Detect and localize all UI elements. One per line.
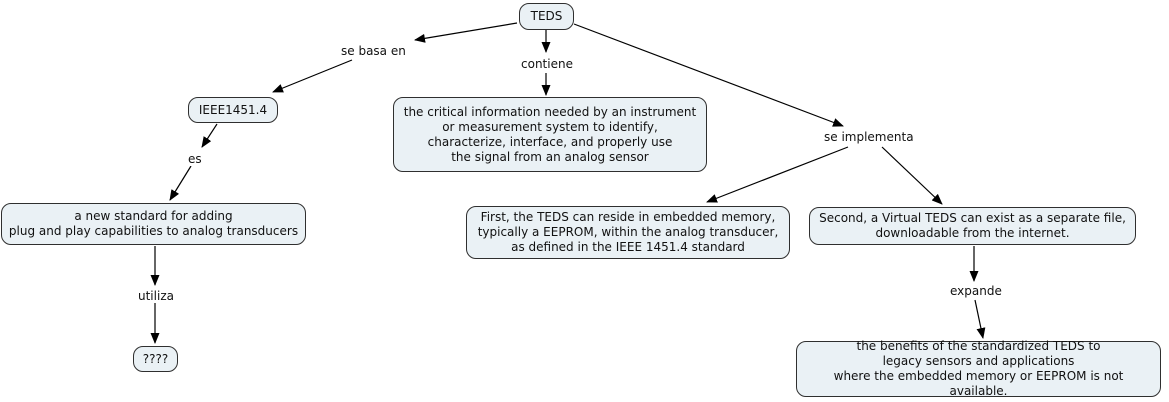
arrow-se-implementa-to-first bbox=[706, 146, 849, 203]
arrow-ieee-to-es bbox=[201, 123, 218, 148]
arrow-se-basa-en-to-ieee bbox=[272, 59, 353, 93]
link-label-expande[interactable]: expande bbox=[948, 284, 1004, 298]
link-label-contiene[interactable]: contiene bbox=[519, 57, 575, 71]
arrow-teds-to-se-basa-en bbox=[414, 22, 518, 43]
arrow-es-to-new-standard bbox=[169, 165, 192, 201]
concept-node-new-standard[interactable]: a new standard for adding plug and play … bbox=[1, 203, 306, 245]
link-label-utiliza[interactable]: utiliza bbox=[136, 289, 176, 303]
link-label-se-basa-en[interactable]: se basa en bbox=[339, 44, 408, 58]
concept-node-second-virtual[interactable]: Second, a Virtual TEDS can exist as a se… bbox=[809, 207, 1136, 245]
link-label-se-implementa[interactable]: se implementa bbox=[822, 130, 916, 144]
arrow-expande-to-benefits bbox=[974, 299, 986, 339]
link-label-es[interactable]: es bbox=[186, 152, 204, 166]
concept-node-first-embedded[interactable]: First, the TEDS can reside in embedded m… bbox=[466, 206, 790, 259]
concept-node-critical-info[interactable]: the critical information needed by an in… bbox=[393, 97, 707, 172]
concept-node-unknown[interactable]: ???? bbox=[133, 346, 178, 372]
arrow-se-implementa-to-second bbox=[881, 146, 943, 205]
concept-node-ieee1451-4[interactable]: IEEE1451.4 bbox=[188, 97, 278, 123]
concept-node-teds[interactable]: TEDS bbox=[519, 3, 574, 30]
concept-node-benefits[interactable]: the benefits of the standardized TEDS to… bbox=[796, 339, 1161, 398]
arrow-teds-to-se-implementa bbox=[573, 23, 844, 127]
